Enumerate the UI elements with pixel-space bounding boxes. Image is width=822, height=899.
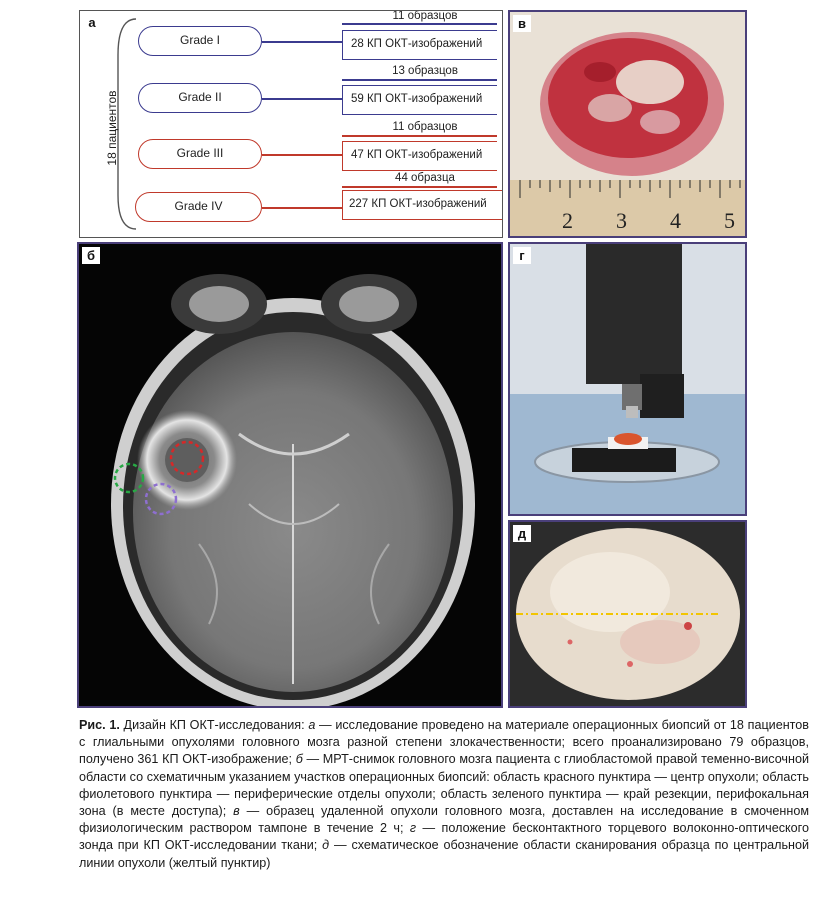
grade-iii-box: Grade III — [138, 139, 262, 169]
grade-i-connector — [262, 41, 342, 43]
panel-g-probe-setup: г — [508, 242, 747, 516]
caption-text-5: — положение бесконтактного торцевого вол… — [79, 821, 809, 853]
patients-brace — [117, 18, 137, 230]
grade-iv-connector — [262, 207, 342, 209]
grade-ii-connector — [262, 98, 342, 100]
ruler-label-2: 2 — [562, 208, 573, 233]
caption-text-6: — схематическое обозначение области скан… — [79, 838, 809, 870]
scan-line-photo — [510, 522, 745, 706]
grade-i-images: 28 КП ОКТ-изображений — [342, 30, 497, 60]
panel-v-tumor-sample: 2 3 4 5 в — [508, 10, 747, 238]
grade-iv-images: 227 КП ОКТ-изображений — [342, 190, 502, 220]
grade-iii-images: 47 КП ОКТ-изображений — [342, 141, 497, 171]
grade-ii-top-line — [342, 79, 497, 81]
caption-ref-d: д — [322, 838, 330, 853]
tumor-sample-photo — [510, 12, 745, 236]
caption-fig-label: Рис. 1. — [79, 718, 120, 732]
caption-text-1: Дизайн КП ОКТ-исследования: — [119, 718, 309, 732]
caption-ref-g: г — [409, 821, 417, 836]
biopsy-markers — [113, 440, 205, 516]
panel-g-label: г — [513, 247, 531, 264]
probe-setup-photo — [510, 244, 745, 514]
grade-ii-samples: 13 образцов — [392, 65, 458, 77]
panel-b-mri: б — [77, 242, 503, 708]
grade-ii-images: 59 КП ОКТ-изображений — [342, 85, 497, 115]
panel-d-label: д — [513, 525, 531, 542]
grade-ii-box: Grade II — [138, 83, 262, 113]
grade-iii-top-line — [342, 135, 497, 137]
violet-dashed-marker-periphery — [144, 482, 178, 516]
grade-iv-top-line — [342, 186, 497, 188]
ruler-label-5: 5 — [724, 208, 735, 233]
caption-text-4: — образец удаленной опухоли головного мо… — [79, 804, 809, 836]
patients-label: 18 пациентов — [105, 90, 119, 166]
grade-iv-box: Grade IV — [135, 192, 262, 222]
caption-text-3: — МРТ-снимок головного мозга пациента с … — [79, 752, 809, 819]
ruler-label-4: 4 — [670, 208, 681, 233]
panel-a-label: а — [83, 14, 101, 31]
panel-d-scan-line: д — [508, 520, 747, 708]
caption-text-2: — исследование проведено на материале оп… — [79, 718, 809, 767]
grade-iii-samples: 11 образцов — [392, 121, 458, 133]
caption-ref-b: б — [295, 752, 303, 767]
mri-scan-image — [111, 274, 475, 706]
grade-iii-connector — [262, 154, 342, 156]
figure-caption: Рис. 1. Дизайн КП ОКТ-исследования: а — … — [79, 717, 809, 872]
ruler-label-3: 3 — [616, 208, 627, 233]
green-dashed-marker-margin — [113, 462, 145, 494]
grade-i-box: Grade I — [138, 26, 262, 56]
panel-v-label: в — [513, 15, 531, 32]
grade-i-samples: 11 образцов — [392, 10, 458, 22]
caption-ref-a: а — [308, 718, 316, 732]
panel-a-study-design: а 18 пациентов Grade I 28 КП ОКТ-изображ… — [79, 10, 503, 238]
panel-b-label: б — [82, 247, 100, 264]
caption-ref-v: в — [233, 804, 240, 819]
red-dashed-marker-center — [169, 440, 205, 476]
grade-i-top-line — [342, 23, 497, 25]
grade-iv-samples: 44 образца — [395, 172, 455, 184]
